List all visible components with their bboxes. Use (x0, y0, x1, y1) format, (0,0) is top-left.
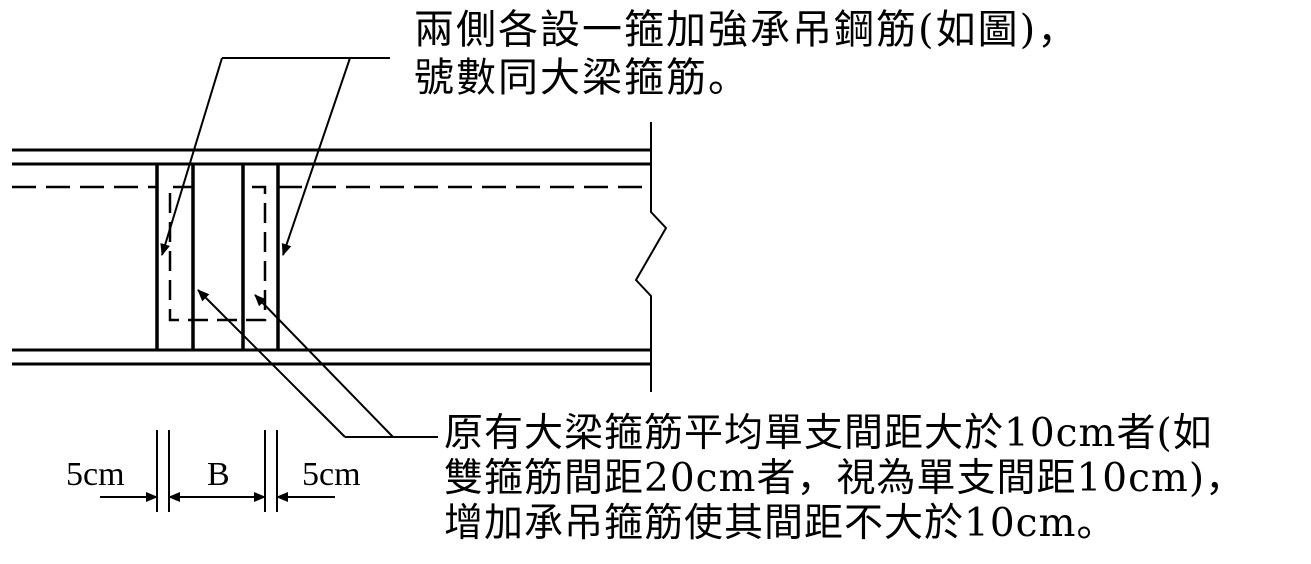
beam-top-edge (12, 148, 651, 166)
dimension-label-left: 5cm (66, 456, 125, 493)
top-annotation: 兩側各設一箍加強承吊鋼筋(如圖)， 號數同大梁箍筋。 (414, 10, 1079, 98)
top-annotation-line-1: 兩側各設一箍加強承吊鋼筋(如圖)， (414, 7, 1080, 53)
beam-bottom-edge (12, 348, 651, 366)
hanger-stirrups-dashed (168, 185, 267, 322)
bottom-annotation-line-1: 原有大梁箍筋平均單支間距大於10cm者(如 (444, 411, 1213, 456)
top-annotation-line-2: 號數同大梁箍筋。 (414, 55, 750, 101)
secondary-beam-webs (155, 164, 280, 350)
dimension-label-middle: B (207, 456, 230, 493)
break-line (634, 122, 668, 392)
bottom-annotation: 原有大梁箍筋平均單支間距大於10cm者(如 雙箍筋間距20cm者，視為單支間距1… (444, 414, 1245, 549)
bottom-note-leaders (197, 289, 438, 438)
bottom-annotation-line-2: 雙箍筋間距20cm者，視為單支間距10cm)， (444, 456, 1246, 501)
top-note-leaders (160, 57, 390, 256)
bottom-annotation-line-3: 增加承吊箍筋使其間距不大於10cm。 (444, 501, 1117, 546)
dimension-label-right: 5cm (302, 456, 361, 493)
